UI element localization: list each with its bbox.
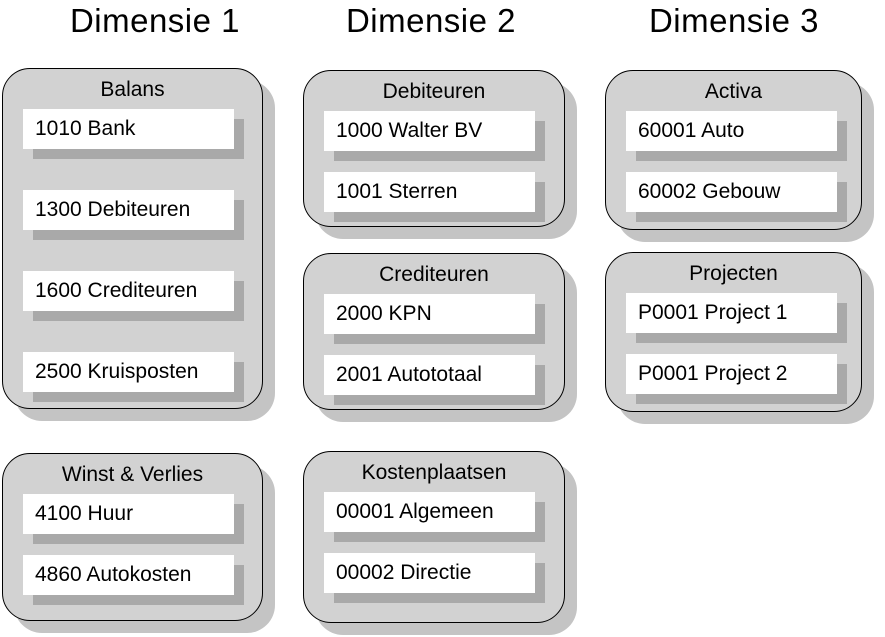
box-title: Winst & Verlies (61, 463, 204, 486)
list-item: 4100 Huur (23, 494, 234, 534)
list-item: 4860 Autokosten (23, 555, 234, 595)
box-title: Projecten (689, 262, 778, 285)
box-title: Debiteuren (382, 80, 486, 103)
group-box-winst-verlies: Winst & Verlies 4100 Huur 4860 Autokoste… (2, 453, 263, 621)
box-title: Activa (704, 80, 763, 103)
list-item: 1000 Walter BV (324, 111, 535, 151)
list-item: 2500 Kruisposten (23, 352, 234, 392)
box-title: Crediteuren (379, 263, 489, 286)
list-item: P0001 Project 1 (626, 293, 837, 333)
list-item: 1300 Debiteuren (23, 190, 234, 230)
column-heading-dimensie-2: Dimensie 2 (345, 2, 517, 39)
list-item: 1010 Bank (23, 109, 234, 149)
group-box-activa: Activa 60001 Auto 60002 Gebouw (605, 70, 862, 230)
group-box-projecten: Projecten P0001 Project 1 P0001 Project … (605, 252, 862, 412)
list-item: 2000 KPN (324, 294, 535, 334)
list-item: 1001 Sterren (324, 172, 535, 212)
list-item: 60001 Auto (626, 111, 837, 151)
list-item: 2001 Autototaal (324, 355, 535, 395)
column-heading-dimensie-1: Dimensie 1 (69, 2, 241, 39)
list-item: 1600 Crediteuren (23, 271, 234, 311)
box-title: Balans (100, 78, 165, 101)
list-item: P0001 Project 2 (626, 354, 837, 394)
group-box-crediteuren: Crediteuren 2000 KPN 2001 Autototaal (303, 253, 565, 410)
group-box-kostenplaatsen: Kostenplaatsen 00001 Algemeen 00002 Dire… (303, 451, 565, 623)
list-item: 00002 Directie (324, 553, 535, 593)
box-title: Kostenplaatsen (361, 461, 507, 484)
column-heading-dimensie-3: Dimensie 3 (648, 2, 820, 39)
list-item: 60002 Gebouw (626, 172, 837, 212)
list-item: 00001 Algemeen (324, 492, 535, 532)
group-box-debiteuren: Debiteuren 1000 Walter BV 1001 Sterren (303, 70, 565, 227)
group-box-balans: Balans 1010 Bank 1300 Debiteuren 1600 Cr… (2, 68, 263, 409)
